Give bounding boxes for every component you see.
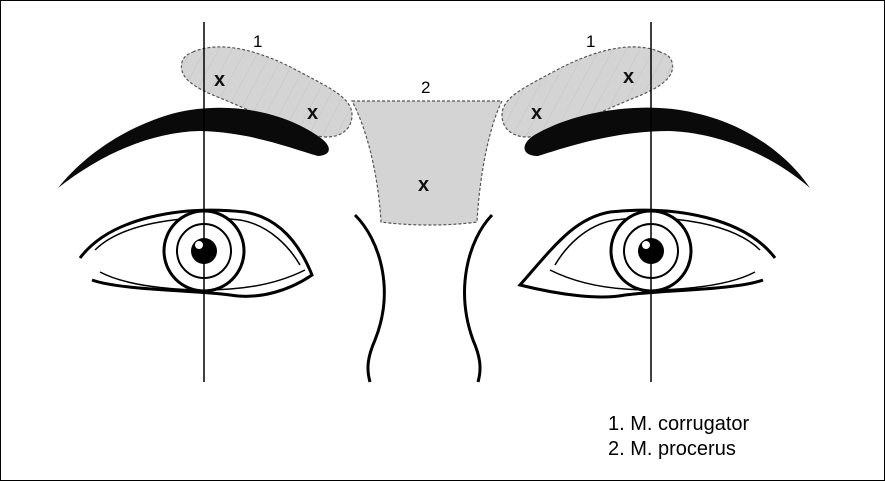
left-eye — [78, 208, 314, 298]
nose-right-line — [463, 213, 494, 383]
injection-mark: x — [214, 69, 225, 91]
legend: 1. M. corrugator 2. M. procerus — [608, 412, 749, 462]
right-eye — [517, 208, 777, 299]
legend-item-procerus: 2. M. procerus — [608, 438, 736, 460]
procerus-label: 2 — [421, 78, 430, 97]
injection-mark: x — [418, 174, 429, 196]
injection-mark: x — [531, 102, 542, 124]
right-corrugator-label: 1 — [586, 32, 595, 51]
right-eyebrow — [524, 107, 810, 188]
injection-mark: x — [623, 66, 634, 88]
injection-mark: x — [307, 102, 318, 124]
right-corrugator-region — [501, 46, 674, 138]
left-corrugator-label: 1 — [253, 32, 262, 51]
procerus-region — [350, 100, 503, 226]
legend-item-corrugator: 1. M. corrugator — [608, 413, 750, 435]
left-eyebrow — [58, 107, 329, 188]
left-corrugator-region — [180, 46, 353, 138]
nose-left-line — [353, 213, 386, 383]
